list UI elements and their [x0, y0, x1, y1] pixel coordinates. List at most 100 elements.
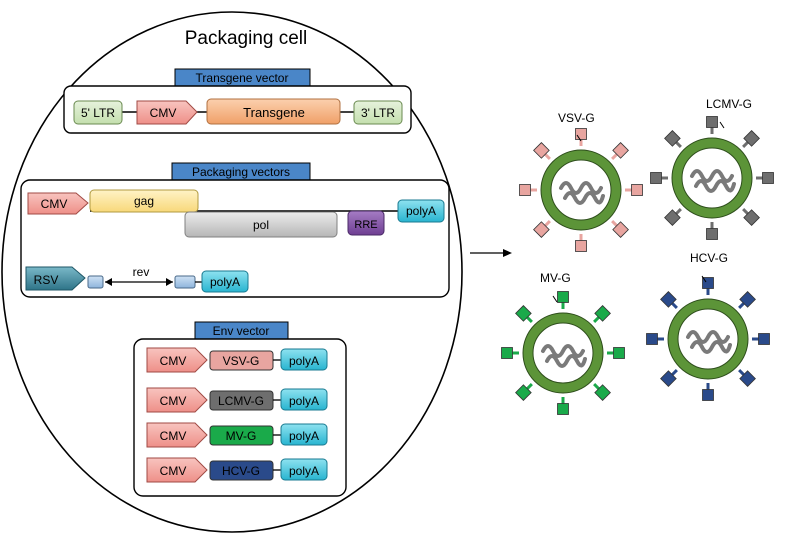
virus-spike-head [533, 221, 550, 238]
env-cmv-label: CMV [160, 354, 187, 368]
virus-label-leader [552, 295, 558, 303]
env-cmv-arrow [146, 422, 208, 448]
env-cmv-arrow [146, 347, 208, 373]
virus-label: LCMV-G [706, 97, 752, 111]
env-cmv-arrow [146, 457, 208, 483]
virus-spike-head [664, 130, 681, 147]
virus-particle: HCV-G [646, 251, 770, 401]
env-polya-label: polyA [289, 429, 319, 443]
env-gene-label: LCMV-G [218, 394, 264, 408]
pol-box [184, 211, 338, 238]
virus-spike-head [702, 277, 714, 289]
env-polya-box [280, 423, 328, 446]
rev-exon2-box [174, 275, 196, 289]
transgene-box [206, 98, 341, 125]
packaging-cmv-label: CMV [41, 197, 68, 211]
transgene-label: Transgene [243, 105, 305, 120]
env-polya-label: polyA [289, 464, 319, 478]
virus-rna-strand [686, 330, 730, 344]
ltr5-label: 5' LTR [81, 106, 115, 120]
virus-spike-head [515, 384, 532, 401]
virus-spike-head [613, 347, 625, 359]
ltr3-label: 3' LTR [361, 106, 395, 120]
virus-spike-head [612, 221, 629, 238]
pol-label: pol [253, 218, 269, 232]
env-polya-label: polyA [289, 354, 319, 368]
packaging-polya-label: polyA [406, 204, 436, 218]
virus-label-leader [576, 134, 582, 142]
virus-rna-strand [545, 354, 587, 368]
rev-label: rev [133, 265, 150, 279]
virus-spike-head [660, 291, 677, 308]
virus-rna-strand [690, 169, 734, 183]
virus-spike-head [762, 172, 774, 184]
virus-spike-head [664, 209, 681, 226]
rsv-arrow [25, 266, 86, 291]
virus-spike-head [519, 184, 531, 196]
rev-arrowhead-left [105, 278, 112, 286]
packaging-cmv-arrow [27, 192, 89, 215]
env-cmv-arrow [146, 387, 208, 413]
virus-label-leader [719, 121, 725, 129]
virus-spike-head [557, 403, 569, 415]
virus-spike-head [660, 370, 677, 387]
virus-spike-head [739, 291, 756, 308]
virus-spike-head [702, 389, 714, 401]
virus-rna-strand [563, 191, 605, 205]
ltr5-box [73, 100, 123, 125]
packaging-vectors-header: Packaging vectors [192, 165, 290, 179]
virus-spike-head [743, 130, 760, 147]
env-cmv-label: CMV [160, 464, 187, 478]
virus-spike-head [594, 384, 611, 401]
rre-box [347, 210, 385, 236]
env-gene-label: MV-G [226, 429, 257, 443]
virus-spike-head [758, 333, 770, 345]
rsv-label: RSV [34, 273, 59, 287]
transgene-cmv-arrow [136, 100, 198, 125]
gag-box [89, 189, 199, 213]
virus-spike-head [739, 370, 756, 387]
rev-exon1-box [87, 275, 104, 289]
virus-spike-head [501, 347, 513, 359]
env-row: CMV LCMV-G polyA [146, 387, 328, 413]
virus-spike-head [706, 116, 718, 128]
virus-particles: VSV-G LCMV-G MV-G HCV-G [501, 97, 774, 415]
rre-label: RRE [354, 219, 377, 231]
virus-spike-head [706, 228, 718, 240]
env-gene-label: VSV-G [223, 354, 260, 368]
virus-rna-strand [690, 340, 732, 354]
env-polya-box [280, 458, 328, 481]
virus-spike-head [631, 184, 643, 196]
virus-spike-head [515, 305, 532, 322]
env-polya-label: polyA [289, 394, 319, 408]
env-polya-box [280, 388, 328, 411]
virus-particle: LCMV-G [650, 97, 774, 240]
virus-spike-head [533, 142, 550, 159]
virus-spike-head [743, 209, 760, 226]
env-polya-box [280, 348, 328, 371]
virus-spike-head [650, 172, 662, 184]
env-vector-header: Env vector [213, 324, 270, 338]
virus-label: MV-G [540, 271, 571, 285]
env-cmv-label: CMV [160, 394, 187, 408]
virus-label-leader [701, 275, 707, 283]
transgene-cmv-label: CMV [150, 106, 177, 120]
gag-label: gag [134, 194, 154, 208]
ltr3-box [353, 100, 403, 125]
virus-rna-strand [541, 344, 585, 358]
virus-rna-strand [694, 179, 736, 193]
virus-spike-head [646, 333, 658, 345]
env-vector-box [133, 338, 347, 497]
virus-spike-head [612, 142, 629, 159]
transgene-vector-header: Transgene vector [196, 71, 289, 85]
packaging-polya-box [397, 199, 445, 223]
rev-polya-box [201, 270, 249, 293]
packaging-cell-title: Packaging cell [185, 28, 308, 49]
virus-label: VSV-G [558, 111, 595, 125]
virus-particle: VSV-G [519, 111, 643, 252]
virus-spike-head [575, 240, 587, 252]
